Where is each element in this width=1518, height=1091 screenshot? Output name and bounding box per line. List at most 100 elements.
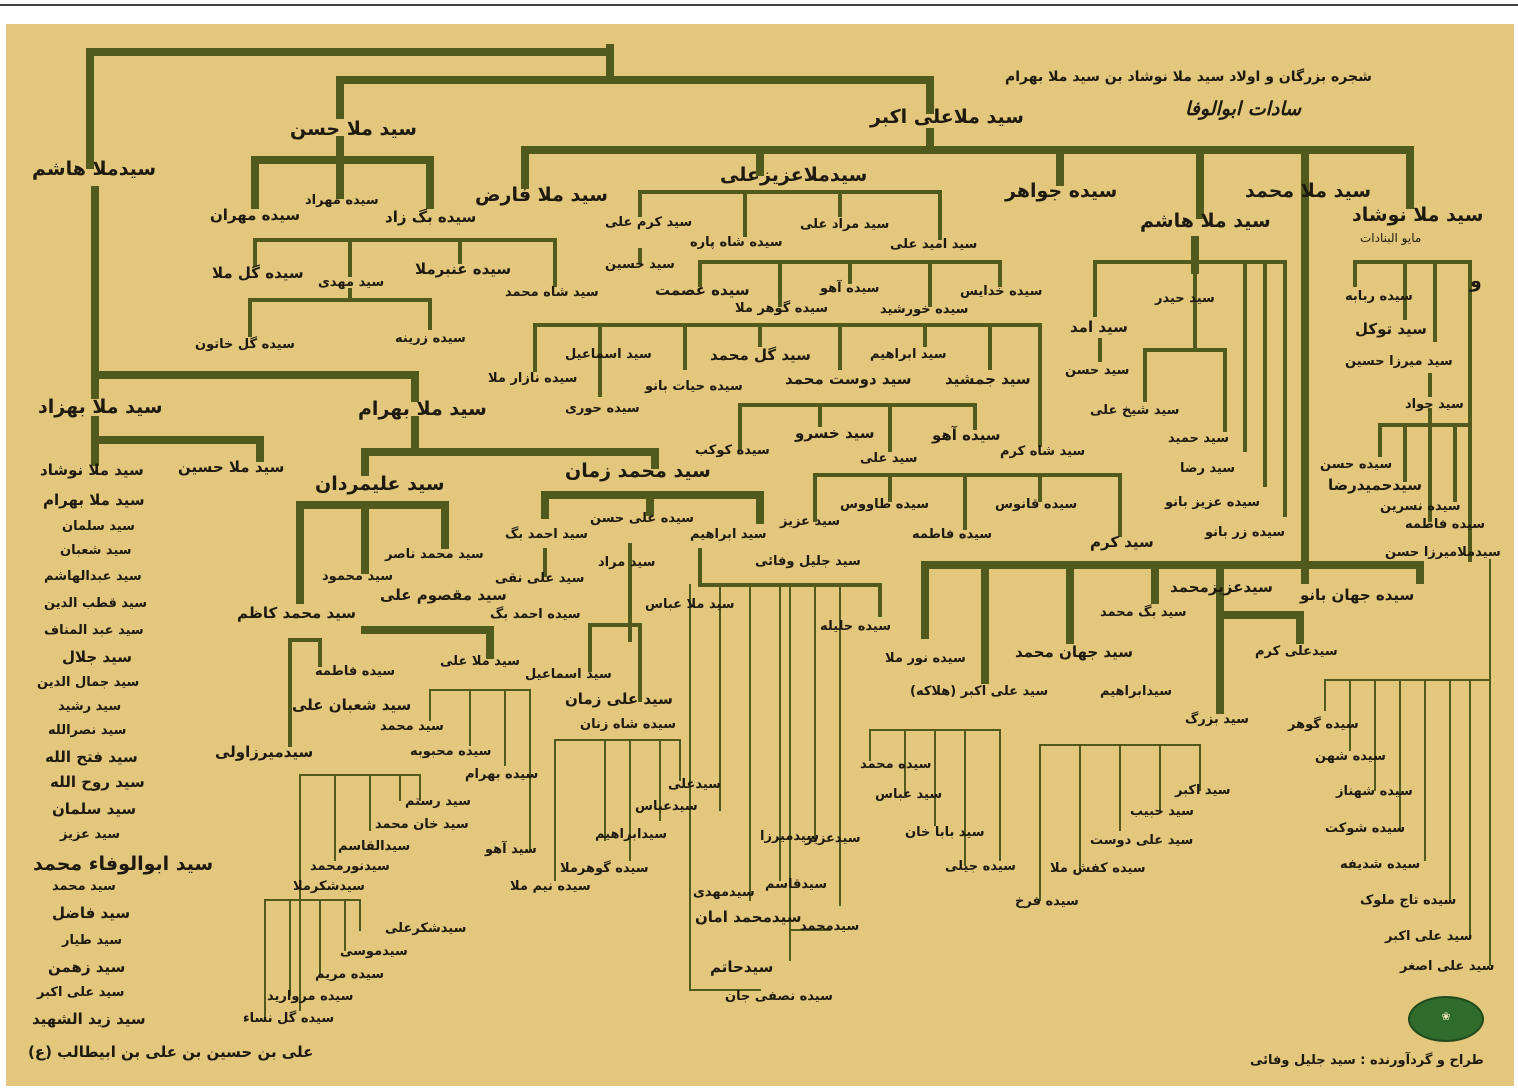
tree-node-5: سید ملا بهرام	[358, 398, 487, 420]
tree-node-132: سیدمحمد امان	[695, 908, 802, 926]
tree-node-69: سید ملا نوشاد	[40, 461, 144, 479]
tree-node-140: سید علی اکبر (هلاکه)	[910, 684, 1049, 699]
tree-node-102: سید محمد کاظم	[237, 604, 357, 622]
tree-node-120: سیدموسی	[340, 944, 408, 959]
tree-node-42: سید علی	[860, 451, 918, 466]
tree-node-154: سید علی دوست	[1090, 833, 1194, 848]
tree-node-80: سید فتح الله	[45, 748, 138, 766]
tree-node-111: سید محمد	[380, 719, 444, 734]
tree-node-116: سیدالقاسم	[338, 839, 411, 854]
publisher-seal-icon: ❀	[1408, 996, 1484, 1042]
tree-node-85: سید محمد	[52, 879, 116, 894]
tree-node-138: سیده حلیله	[820, 619, 891, 634]
tree-node-78: سید رشید	[58, 699, 122, 714]
tree-node-90: سید زید الشهید	[32, 1010, 146, 1028]
tree-node-143: سیدعزیزمحمد	[1170, 578, 1273, 596]
tree-node-75: سید عبد المناف	[44, 623, 144, 638]
tree-node-77: سید جمال الدین	[37, 675, 140, 690]
tree-node-93: سیده علی حسن	[590, 511, 694, 526]
tree-node-158: سیده شهن	[1315, 749, 1386, 764]
branch-connectors	[248, 190, 1472, 747]
tree-node-36: سید دوست محمد	[785, 370, 912, 388]
tree-node-46: سیده قانوس	[995, 497, 1078, 512]
tree-node-151: سیده جیلی	[945, 859, 1016, 874]
tree-node-20: سیده گل خاتون	[195, 337, 295, 352]
tree-node-130: سیدمیرزا	[760, 829, 819, 844]
tree-node-19: سید شاه محمد	[505, 285, 599, 300]
tree-node-95: سید ابراهیم	[690, 527, 767, 542]
tree-node-103: سید ملا علی	[440, 654, 520, 669]
tree-node-101: سیده احمد بگ	[490, 607, 581, 622]
tree-node-76: سید جلال	[62, 648, 132, 666]
tree-node-142: سید بگ محمد	[1100, 605, 1187, 620]
tree-node-45: سیده طاووس	[840, 497, 930, 512]
tree-node-40: سیده کوکب	[695, 443, 770, 458]
tree-node-66: سیده فاطمه	[1405, 517, 1486, 532]
tree-node-105: سیده فاطمه	[315, 664, 396, 679]
tree-node-67: سیدملامیرزا حسن	[1385, 545, 1501, 560]
tree-node-50: سید جلیل وفائی	[755, 554, 861, 569]
tree-node-79: سید نصرالله	[48, 723, 127, 738]
tree-node-145: سیدعلی کرم	[1255, 644, 1338, 659]
tree-node-163: سید علی اکبر	[1385, 929, 1473, 944]
tree-node-153: سید حبیب	[1130, 804, 1194, 819]
tree-node-33: سید اسماعیل	[565, 347, 652, 362]
tree-node-159: سیده شهناز	[1336, 784, 1413, 799]
tree-node-2: سید ملا حسن	[290, 118, 417, 140]
tree-node-44: سید شاه کرم	[1000, 444, 1086, 459]
tree-node-21: سیده زرینه	[395, 331, 466, 346]
tree-node-139: سیده نور ملا	[885, 651, 966, 666]
tree-node-63: سیده حسن	[1320, 457, 1393, 472]
tree-node-152: سید اکبر	[1175, 783, 1231, 798]
tree-node-29: سیده گوهر ملا	[735, 301, 829, 316]
tree-node-27: سیده عصمت	[655, 281, 750, 299]
tree-node-121: سیده مریم	[315, 967, 385, 982]
compiler-credit: طراح و گردآورنده : سید جلیل وفائی	[1250, 1053, 1484, 1068]
tree-node-89: سید علی اکبر	[37, 985, 125, 1000]
tree-node-55: سید حمید	[1168, 431, 1230, 446]
tree-node-137: سیدعزیز	[805, 831, 861, 846]
tree-node-125: سیده گوهرملا	[560, 861, 649, 876]
tree-node-18: سیده عنبرملا	[415, 260, 512, 278]
tree-node-1: سید ملاعلی اکبر	[870, 106, 1024, 128]
chart-subtitle: سادات ابوالوفا	[1185, 98, 1302, 120]
tree-node-147: سید بزرگ	[1185, 712, 1249, 727]
tree-node-131: سیدمهدی	[693, 885, 755, 900]
tree-node-59: سیده ربابه	[1345, 289, 1413, 304]
tree-node-64: سیدحمیدرضا	[1328, 476, 1422, 494]
tree-node-56: سید رضا	[1180, 461, 1236, 476]
tree-node-16: سیده گل ملا	[212, 264, 304, 282]
tree-node-22: سید کرم علی	[605, 215, 693, 230]
tree-node-108: سید علی زمان	[565, 690, 673, 708]
tree-node-57: سیده عزیز بانو	[1165, 495, 1261, 510]
tree-node-162: سیده تاج ملوک	[1360, 893, 1457, 908]
tree-node-65: سیده نسرین	[1380, 499, 1461, 514]
tree-node-74: سید قطب الدین	[44, 596, 148, 611]
tree-node-148: سیده محمد	[860, 757, 932, 772]
tree-node-133: سیدحاتم	[710, 958, 774, 976]
tree-node-35: سید گل محمد	[710, 346, 811, 364]
tree-node-31: سیده خورشید	[880, 302, 969, 317]
tree-node-9: سید ملا محمد	[1245, 180, 1372, 202]
tree-node-13: سیده مهران	[210, 206, 301, 224]
tree-node-68: سید ملا حسین	[178, 458, 285, 476]
tree-node-7: سیدملاعزیزعلی	[720, 164, 868, 186]
tree-node-83: سید عزیز	[60, 827, 121, 842]
tree-node-161: سیده شدیفه	[1340, 857, 1421, 872]
chart-title: شجره بزرگان و اولاد سید ملا نوشاد بن سید…	[1005, 69, 1372, 85]
tree-node-160: سیده شوکت	[1325, 821, 1406, 836]
tree-node-136: سیدمحمد	[800, 919, 860, 934]
tree-node-156: سیده فرخ	[1015, 894, 1079, 909]
tree-node-58: سیده زر بانو	[1205, 525, 1286, 540]
tree-node-73: سید عبدالهاشم	[44, 569, 142, 584]
tree-node-115: سید خان محمد	[375, 817, 469, 832]
tree-node-6: سید ملا فارض	[475, 184, 608, 206]
tree-node-3: سیدملا هاشم	[32, 158, 157, 180]
tree-node-94: سید احمد بگ	[505, 527, 588, 542]
tree-node-25: سید امید علی	[890, 237, 978, 252]
tree-node-97: سید محمود	[322, 569, 394, 584]
tree-node-123: سیده گل نساء	[243, 1011, 335, 1026]
tree-node-141: سید جهان محمد	[1015, 643, 1133, 661]
tree-node-82: سید سلمان	[52, 800, 137, 818]
